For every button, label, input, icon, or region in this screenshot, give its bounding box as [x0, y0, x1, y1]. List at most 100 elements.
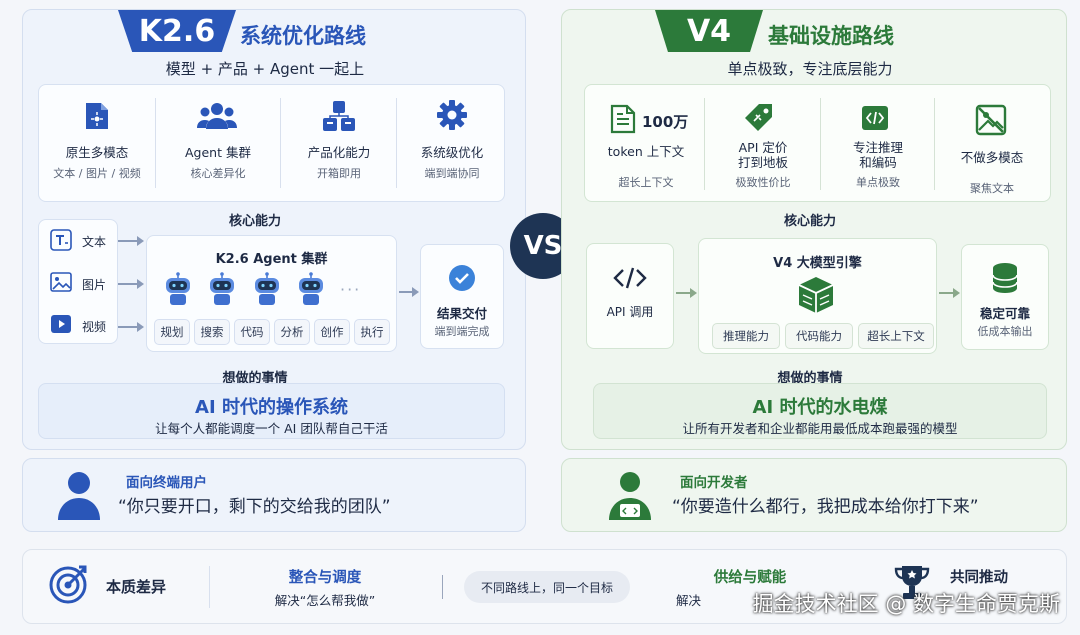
skill-chip: 分析: [274, 319, 310, 345]
v4-feature-card: [584, 84, 1051, 202]
user-icon: [56, 470, 102, 524]
capability-chip: 超长上下文: [858, 323, 934, 349]
code-brackets-icon: [613, 267, 647, 293]
divider: [155, 98, 156, 188]
code-window-icon: [861, 105, 889, 135]
v4-tag: V4: [655, 10, 763, 52]
feature-title: 系统级优化: [420, 145, 484, 160]
engine-cube-icon: [797, 275, 835, 319]
watermark: 掘金技术社区 @ 数字生命贾克斯: [752, 592, 1060, 616]
target-icon: [48, 563, 90, 609]
v4-subtitle: 单点极致，专注底层能力: [727, 60, 893, 78]
feature-title: token 上下文: [607, 144, 685, 159]
api-call-box: [586, 243, 674, 349]
v4-audience: 面向开发者: [680, 475, 748, 491]
capability-chip: 代码能力: [785, 323, 853, 349]
v4-goal-label: 想做的事情: [777, 371, 843, 386]
video-type-icon: [50, 314, 72, 338]
stable-sub: 低成本输出: [977, 325, 1033, 338]
feature-no-multimodal: 不做多模态 聚焦文本: [936, 147, 1048, 196]
developer-icon: [607, 470, 653, 524]
capability-chip: 推理能力: [712, 323, 780, 349]
k26-subtitle: 模型 + 产品 + Agent 一起上: [165, 60, 365, 78]
feature-sub: 端到端协同: [424, 167, 480, 180]
v4-goal-box: [593, 383, 1047, 439]
divider: [704, 98, 705, 190]
feature-title: 不做多模态: [960, 150, 1024, 165]
trophy-icon: [893, 563, 931, 607]
v4-panel: [561, 9, 1067, 450]
product-boxes-icon: [322, 100, 356, 136]
k26-core-label: 核心能力: [228, 214, 281, 229]
result-sub: 端到端完成: [434, 325, 490, 338]
feature-sub: 核心差异化: [190, 167, 246, 180]
arrow: [118, 322, 144, 332]
result-title: 结果交付: [436, 306, 487, 321]
supply-title: 供给与赋能: [713, 570, 787, 586]
integration-title: 整合与调度: [288, 570, 362, 586]
feature-api-pricing: API 定价 打到地板 极致性价比: [706, 140, 820, 190]
integration-sub: 解决“怎么帮我做”: [274, 593, 376, 608]
feature-title: 产品化能力: [307, 145, 371, 160]
feature-sub: 文本 / 图片 / 视频: [53, 167, 141, 180]
k26-route-title: 系统优化路线: [240, 24, 366, 48]
feature-title: 专注推理 和编码: [852, 140, 903, 170]
common-goal-pill: 不同路线上，同一个目标: [464, 571, 630, 603]
context-size: 100万: [642, 113, 689, 131]
no-image-icon: [975, 104, 1007, 140]
image-type-icon: [50, 272, 72, 296]
robot-agent-icon: [207, 272, 237, 306]
stable-title: 稳定可靠: [979, 306, 1030, 321]
k26-goal-sub: 让每个人都能调度一个 AI 团队帮自己干活: [155, 421, 388, 436]
essence-label: 本质差异: [106, 578, 167, 596]
feature-productization: 产品化能力 开箱即用: [282, 142, 396, 181]
v4-engine-title: V4 大模型引擎: [773, 256, 862, 271]
v4-core-label: 核心能力: [783, 214, 836, 229]
text-type-icon: [50, 229, 72, 255]
stable-output-box: [961, 244, 1049, 350]
input-image-label: 图片: [82, 278, 107, 292]
k26-audience-card: [22, 458, 526, 532]
feature-sub: 超长上下文: [618, 176, 674, 189]
robot-agent-icon: [296, 272, 326, 306]
agent-cluster-title: K2.6 Agent 集群: [215, 252, 328, 267]
divider: [934, 98, 935, 190]
arrow: [676, 288, 697, 298]
v4-route-title: 基础设施路线: [768, 24, 894, 48]
feature-multimodal: 原生多模态 文本 / 图片 / 视频: [40, 142, 154, 181]
skill-chip: 代码: [234, 319, 270, 345]
feature-system-optimization: 系统级优化 端到端协同: [398, 142, 506, 181]
robot-agent-icon: [252, 272, 282, 306]
document-spark-icon: [83, 101, 111, 135]
skill-chip: 创作: [314, 319, 350, 345]
feature-agent-cluster: Agent 集群 核心差异化: [158, 142, 278, 181]
feature-title: 原生多模态: [65, 145, 129, 160]
k26-feature-card: [38, 84, 505, 202]
feature-sub: 极致性价比: [735, 176, 791, 189]
feature-sub: 单点极致: [856, 176, 900, 189]
k26-quote: “你只要开口，剩下的交给我的团队”: [118, 497, 391, 517]
price-tag-icon: [743, 102, 775, 138]
k26-goal-box: [38, 383, 505, 439]
feature-title: Agent 集群: [185, 145, 251, 160]
feature-reasoning-coding: 专注推理 和编码 单点极致: [822, 140, 934, 190]
joint-push-title: 共同推动: [950, 570, 1008, 586]
api-call-label: API 调用: [606, 305, 654, 319]
v4-quote: “你要造什么都行，我把成本给你打下来”: [672, 497, 979, 517]
feature-title: API 定价 打到地板: [737, 140, 788, 170]
document-icon: [609, 104, 637, 138]
arrow: [118, 279, 144, 289]
k26-goal-label: 想做的事情: [222, 371, 288, 386]
divider: [820, 98, 821, 190]
skill-chip: 执行: [354, 319, 390, 345]
database-icon: [991, 262, 1019, 298]
divider: [442, 575, 443, 599]
skill-chip: 规划: [154, 319, 190, 345]
feature-context: token 上下文 超长上下文: [588, 141, 704, 190]
feature-sub: 开箱即用: [317, 167, 361, 180]
group-users-icon: [197, 101, 237, 135]
arrow: [118, 236, 144, 246]
divider: [209, 566, 210, 608]
supply-sub: 解决: [676, 593, 702, 608]
k26-goal-title: AI 时代的操作系统: [195, 397, 348, 418]
